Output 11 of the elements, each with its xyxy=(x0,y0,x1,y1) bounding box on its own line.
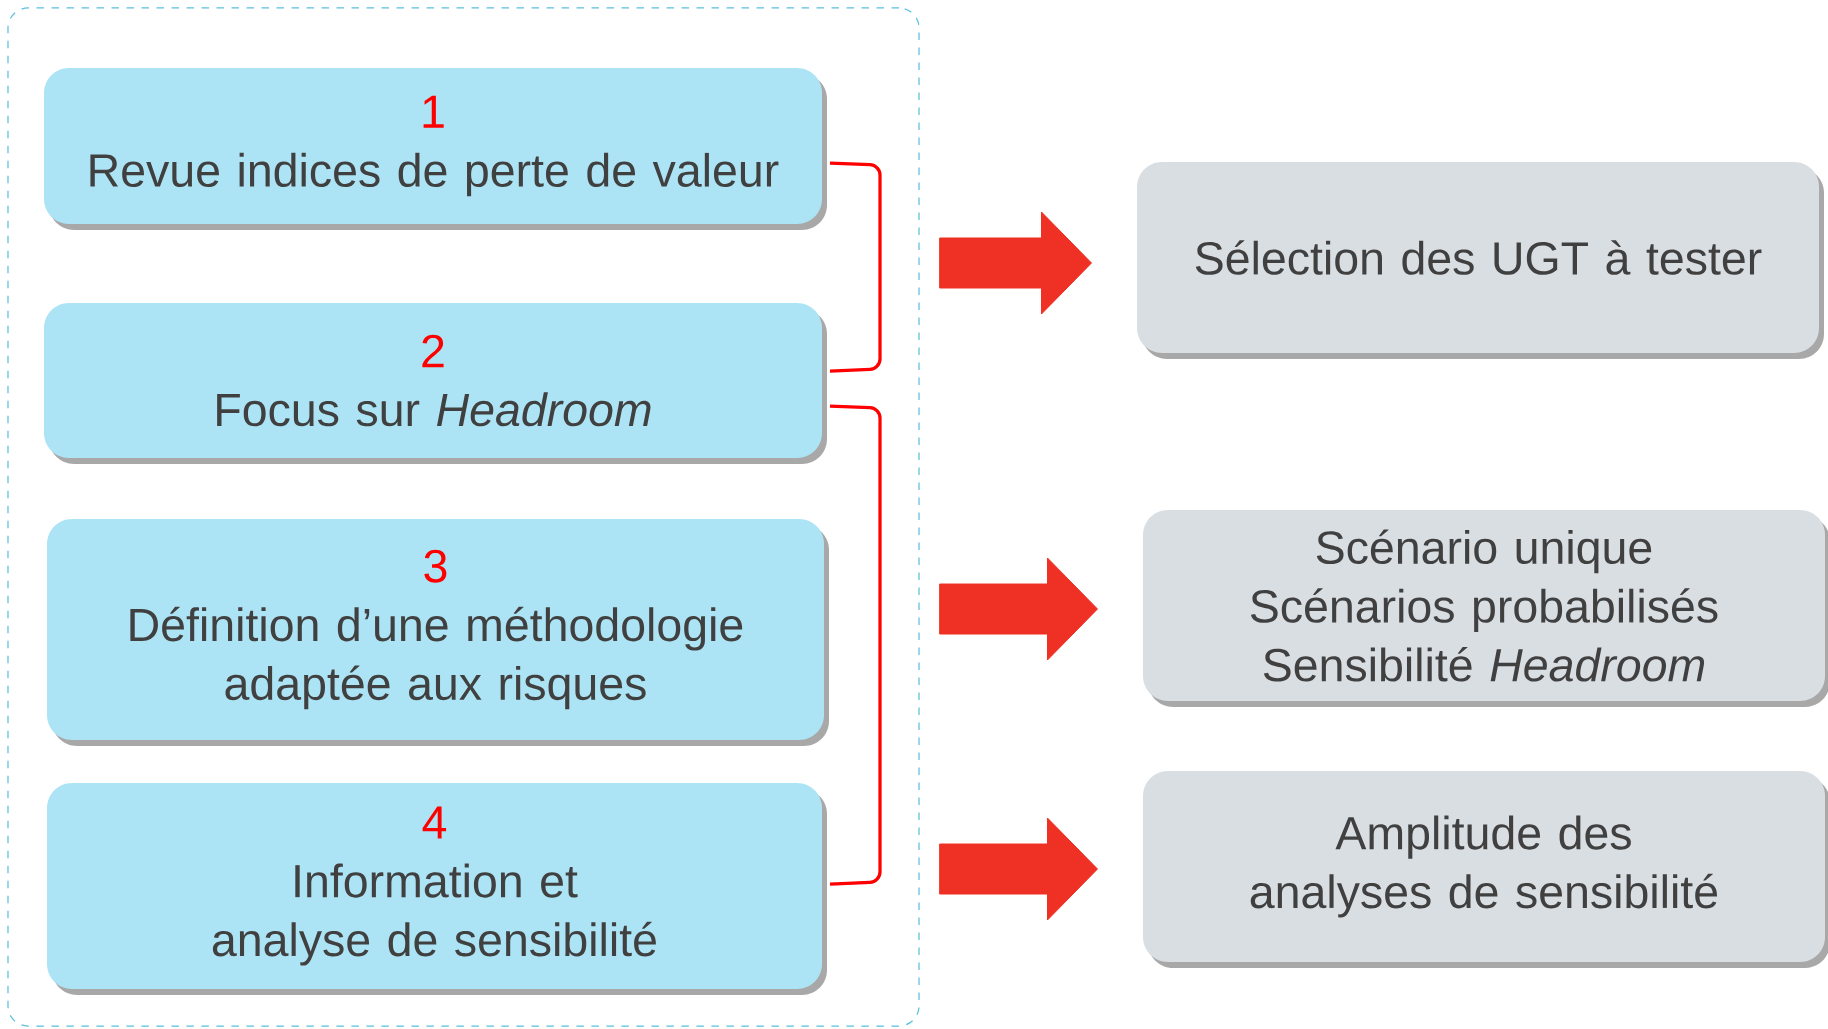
block-arrow xyxy=(939,211,1092,315)
result-box: Sélection des UGT à tester xyxy=(1137,162,1824,359)
block-arrow xyxy=(939,557,1098,661)
step-box: 3 Définition d’une méthodologie adaptée aux risques xyxy=(47,519,829,746)
block-arrow xyxy=(939,817,1098,921)
step-box: 2 Focus sur Headroom xyxy=(44,303,827,464)
result-box: Amplitude des analyses de sensibilité xyxy=(1143,771,1828,968)
dashed-frame xyxy=(7,7,920,1027)
result-box: Scénario unique Scénarios probabilisés Sensibilité Headroom xyxy=(1143,510,1828,707)
step-box: 4 Information et analyse de sensibilité xyxy=(47,783,827,995)
step-box: 1 Revue indices de perte de valeur xyxy=(44,68,827,230)
